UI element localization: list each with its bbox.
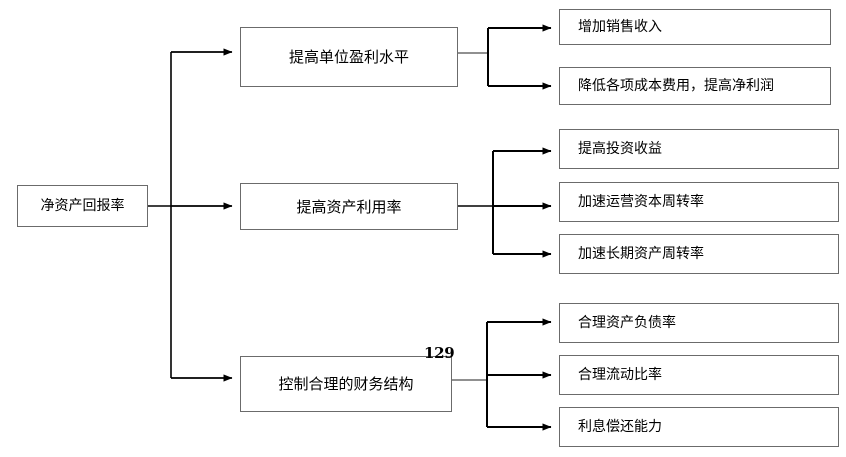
leaf-node-1-1[interactable]: 增加销售收入 — [559, 9, 831, 45]
branch-node-2-label: 提高资产利用率 — [296, 197, 402, 216]
root-node-label: 净资产回报率 — [40, 197, 125, 214]
leaf-node-2-1-label: 提高投资收益 — [578, 140, 662, 157]
leaf-node-3-2-label: 合理流动比率 — [578, 366, 662, 383]
leaf-node-2-3-label: 加速长期资产周转率 — [578, 245, 704, 262]
branch-3-fanout — [452, 318, 552, 431]
leaf-node-3-1-label: 合理资产负债率 — [578, 314, 676, 331]
leaf-node-1-1-label: 增加销售收入 — [578, 18, 662, 35]
leaf-node-1-2[interactable]: 降低各项成本费用，提高净利润 — [559, 67, 831, 105]
leaf-node-2-3[interactable]: 加速长期资产周转率 — [559, 234, 839, 274]
branch-1-fanout — [458, 24, 552, 90]
leaf-node-1-2-label: 降低各项成本费用，提高净利润 — [578, 77, 774, 94]
trunk-to-branch-connectors — [171, 48, 233, 382]
leaf-node-2-2[interactable]: 加速运营资本周转率 — [559, 182, 839, 222]
leaf-node-2-1[interactable]: 提高投资收益 — [559, 129, 839, 169]
branch-node-1[interactable]: 提高单位盈利水平 — [240, 27, 458, 87]
root-node[interactable]: 净资产回报率 — [17, 185, 148, 227]
leaf-node-3-1[interactable]: 合理资产负债率 — [559, 303, 839, 343]
branch-node-2[interactable]: 提高资产利用率 — [240, 183, 458, 230]
leaf-node-2-2-label: 加速运营资本周转率 — [578, 193, 704, 210]
leaf-node-3-3[interactable]: 利息偿还能力 — [559, 407, 839, 447]
branch-2-fanout — [458, 147, 552, 258]
branch-node-1-label: 提高单位盈利水平 — [288, 48, 409, 66]
branch-node-3-label: 控制合理的财务结构 — [278, 375, 414, 393]
leaf-node-3-2[interactable]: 合理流动比率 — [559, 355, 839, 395]
root-trunk-connector — [148, 52, 172, 378]
branch-node-3[interactable]: 控制合理的财务结构 — [240, 356, 452, 412]
leaf-node-3-3-label: 利息偿还能力 — [578, 418, 662, 435]
page-number: 129 — [424, 344, 455, 362]
